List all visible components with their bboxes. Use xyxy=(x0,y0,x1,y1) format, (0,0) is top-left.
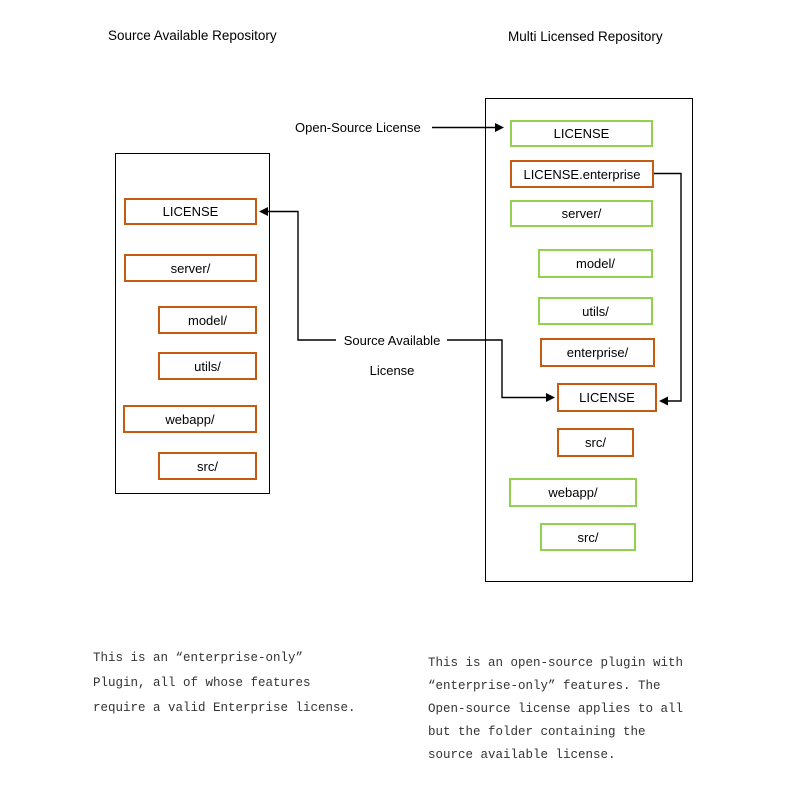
left-repo-title: Source Available Repository xyxy=(108,28,277,43)
right-folder-utils: utils/ xyxy=(538,297,653,325)
right-file-license-inner: LICENSE xyxy=(557,383,657,412)
open-source-license-label: Open-Source License xyxy=(295,120,421,135)
source-available-license-label-line2: License xyxy=(369,363,415,378)
left-folder-utils: utils/ xyxy=(158,352,257,380)
note-line: source available license. xyxy=(428,748,616,762)
right-folder-src: src/ xyxy=(540,523,636,551)
right-file-license-enterprise: LICENSE.enterprise xyxy=(510,160,654,188)
right-folder-server: server/ xyxy=(510,200,653,227)
left-file-license: LICENSE xyxy=(124,198,257,225)
right-repo-note: This is an open-source plugin with “ente… xyxy=(428,652,683,767)
left-folder-server: server/ xyxy=(124,254,257,282)
right-repo-title: Multi Licensed Repository xyxy=(508,29,663,44)
note-line: but the folder containing the xyxy=(428,725,646,739)
note-line: “enterprise-only” features. The xyxy=(428,679,661,693)
right-folder-webapp: webapp/ xyxy=(509,478,637,507)
right-folder-enterprise: enterprise/ xyxy=(540,338,655,367)
note-line: This is an “enterprise-only” xyxy=(93,651,304,665)
right-folder-src-enterprise: src/ xyxy=(557,428,634,457)
right-file-license-open: LICENSE xyxy=(510,120,653,147)
left-folder-webapp: webapp/ xyxy=(123,405,257,433)
left-folder-src: src/ xyxy=(158,452,257,480)
note-line: require a valid Enterprise license. xyxy=(93,701,356,715)
left-folder-model: model/ xyxy=(158,306,257,334)
source-available-license-label-line1: Source Available xyxy=(343,333,441,348)
source-available-license-label: Source Available License xyxy=(332,326,452,386)
right-folder-model: model/ xyxy=(538,249,653,278)
note-line: Open-source license applies to all xyxy=(428,702,684,716)
note-line: Plugin, all of whose features xyxy=(93,676,311,690)
left-repo-note: This is an “enterprise-only” Plugin, all… xyxy=(93,646,356,721)
connector-source-available-left xyxy=(259,207,336,341)
note-line: This is an open-source plugin with xyxy=(428,656,684,670)
